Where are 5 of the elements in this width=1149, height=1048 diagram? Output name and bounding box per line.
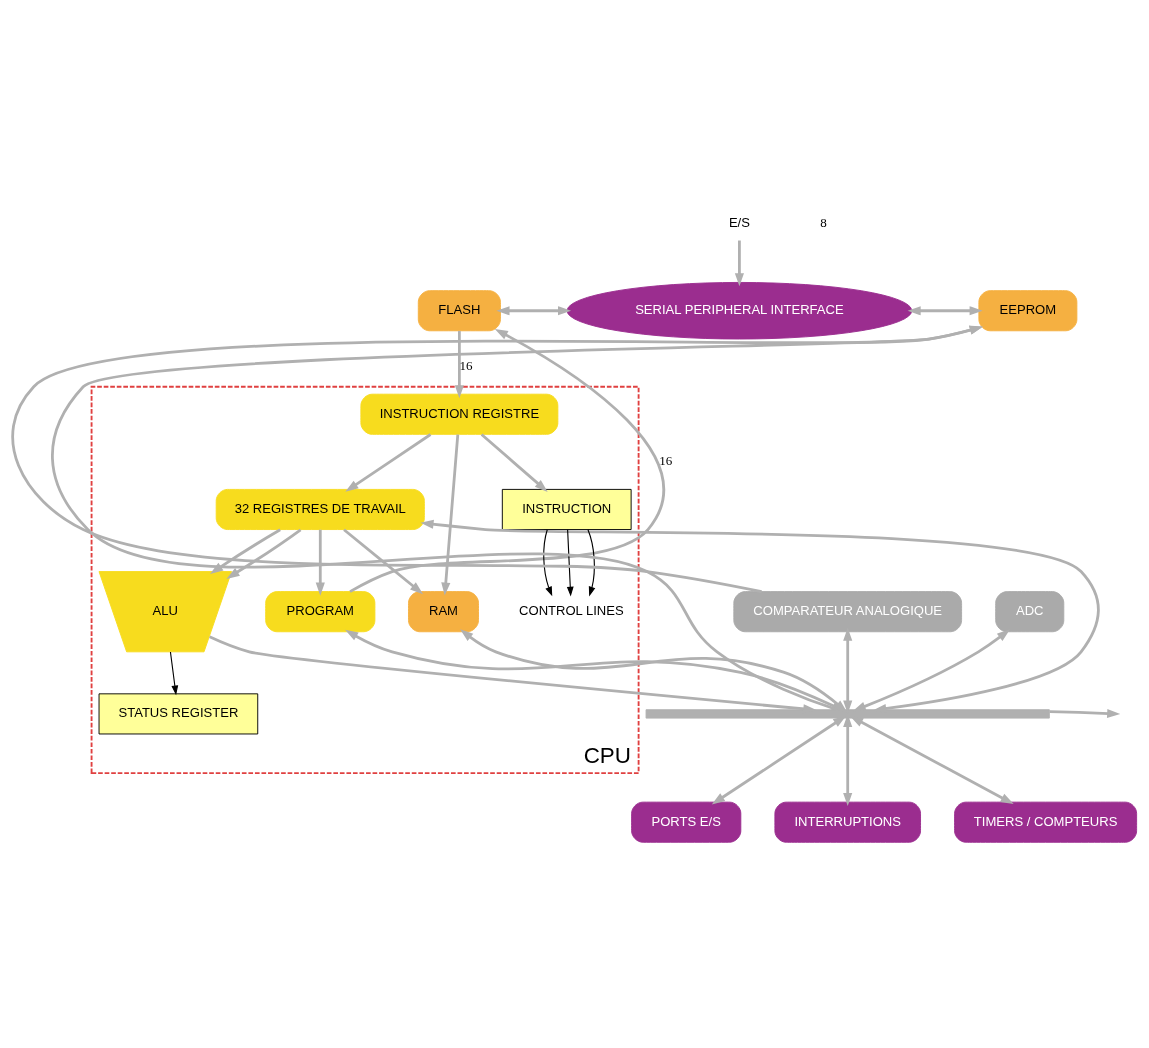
- edge-label: 16: [459, 357, 473, 373]
- node-text: E/S: [728, 214, 750, 230]
- edge-label: 16: [659, 452, 673, 468]
- label: 8: [820, 214, 827, 230]
- node-text: CONTROL LINES: [519, 602, 624, 618]
